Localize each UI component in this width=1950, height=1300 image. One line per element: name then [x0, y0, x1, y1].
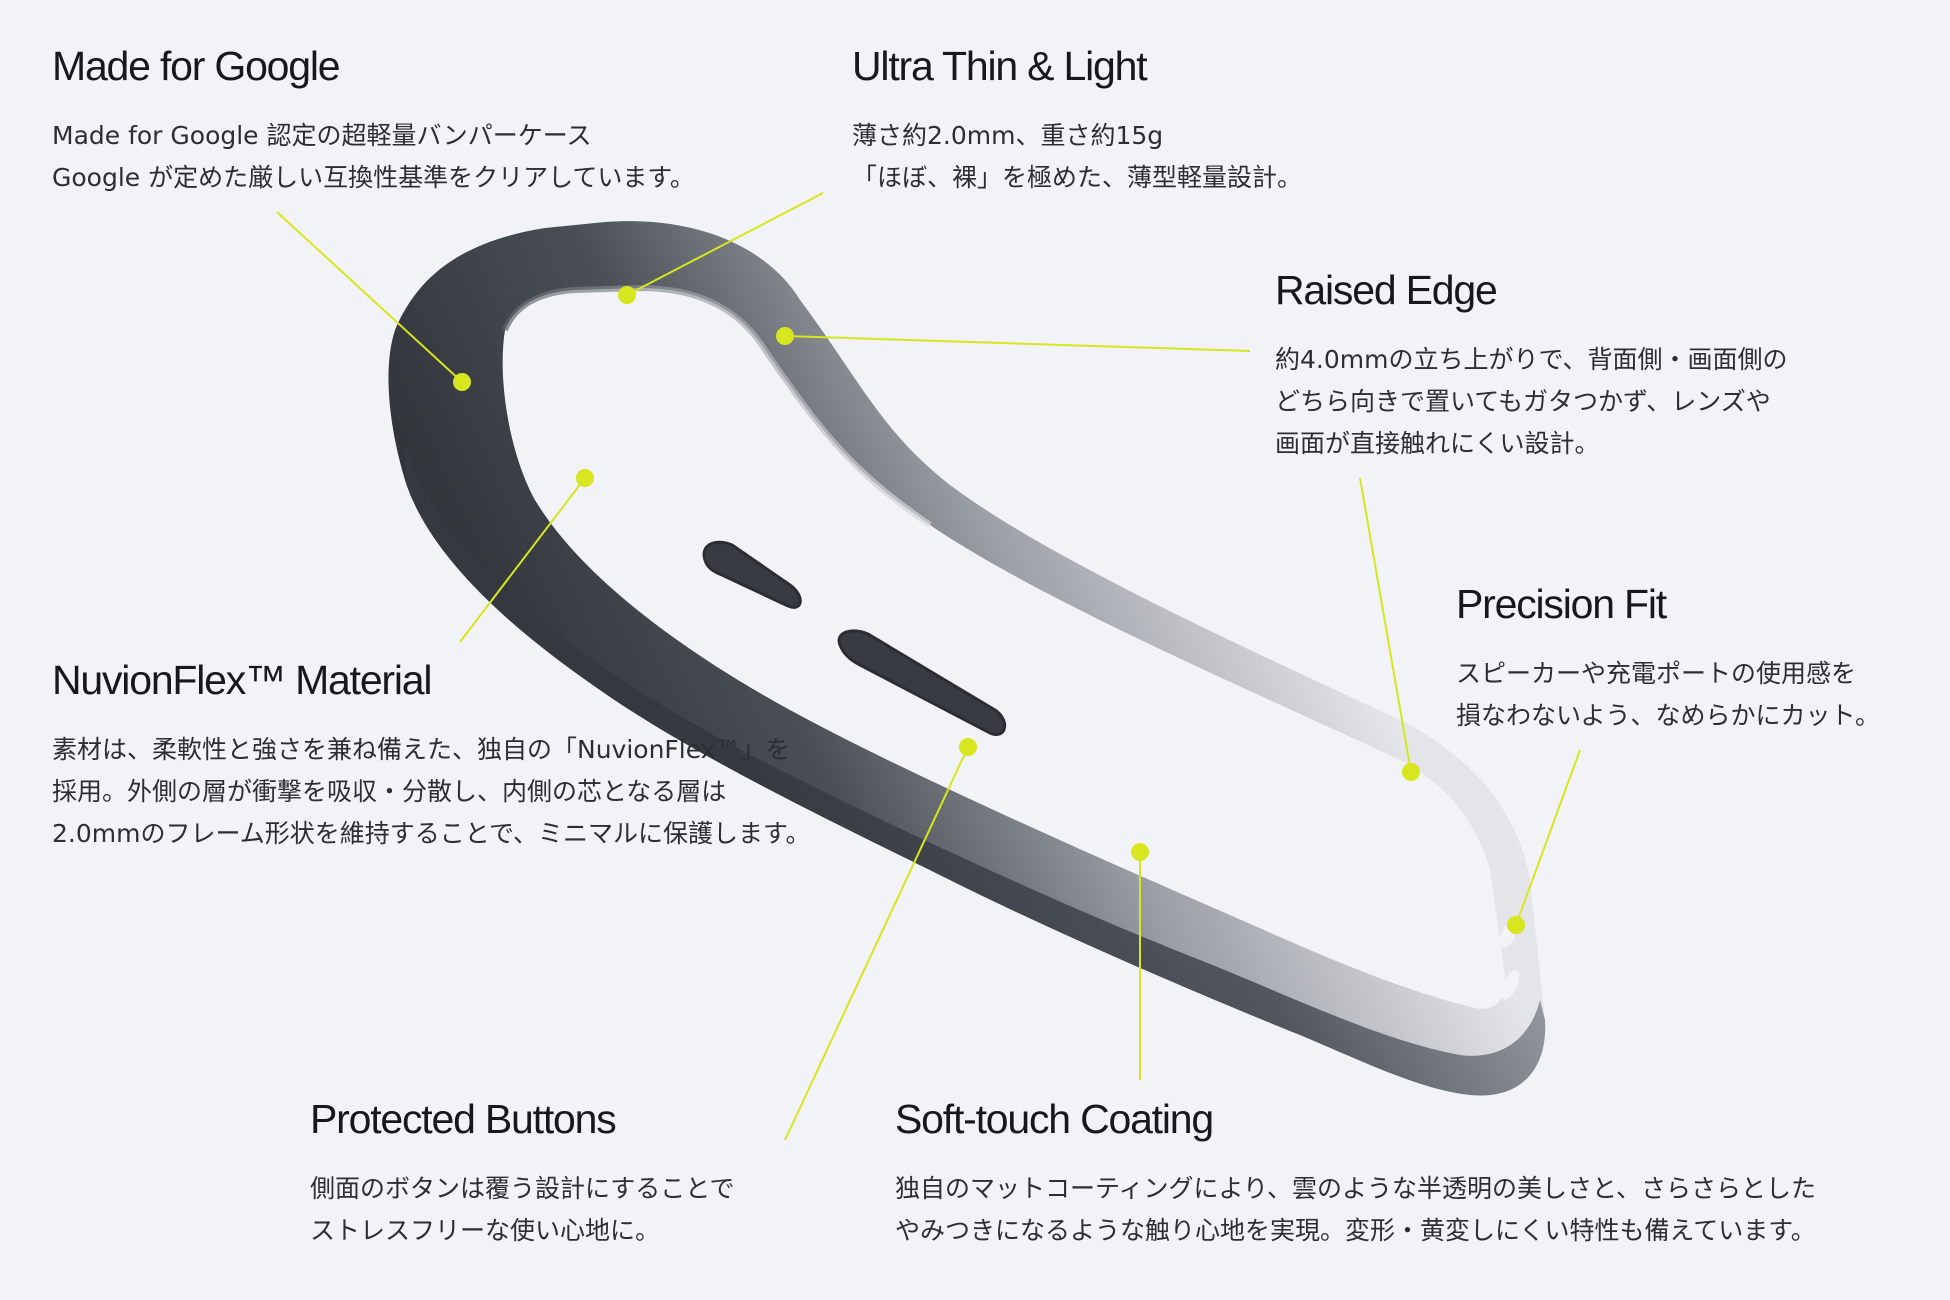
feature-description-line: 採用。外側の層が衝撃を吸収・分散し、内側の芯となる層は: [52, 777, 727, 807]
feature-title: Protected Buttons: [310, 1096, 617, 1142]
callout-dot-ultra-thin: [618, 286, 636, 304]
feature-description-line: 薄さ約2.0mm、重さ約15g: [852, 121, 1164, 151]
feature-description-line: 画面が直接触れにくい設計。: [1275, 429, 1600, 459]
callout-dot-precision-fit: [1507, 916, 1525, 934]
feature-description: Made for Google 認定の超軽量バンパーケース Google が定め…: [52, 115, 695, 199]
callout-line-nuvionflex: [459, 477, 586, 643]
feature-description-line: 素材は、柔軟性と強さを兼ね備えた、独自の「NuvionFlex™」を: [52, 735, 791, 765]
feature-description-line: どちら向きで置いてもガタつかず、レンズや: [1275, 387, 1771, 417]
feature-description-line: 側面のボタンは覆う設計にすることで: [310, 1174, 735, 1204]
feature-title: Raised Edge: [1275, 267, 1498, 313]
feature-soft-touch-coating: Soft-touch Coating 独自のマットコーティングにより、雲のような…: [895, 1096, 1816, 1252]
feature-protected-buttons: Protected Buttons 側面のボタンは覆う設計にすることで ストレス…: [310, 1096, 735, 1252]
feature-title: NuvionFlex™ Material: [52, 657, 432, 703]
feature-description-line: 「ほぼ、裸」を極めた、薄型軽量設計。: [852, 163, 1303, 193]
callout-line-protected-buttons: [784, 746, 969, 1141]
callout-dot-made-for-google: [453, 373, 471, 391]
feature-description: 側面のボタンは覆う設計にすることで ストレスフリーな使い心地に。: [310, 1168, 735, 1252]
feature-title: Made for Google: [52, 43, 341, 89]
feature-title: Precision Fit: [1456, 581, 1667, 627]
callout-line-ultra-thin: [626, 192, 824, 296]
feature-description-line: 損なわないよう、なめらかにカット。: [1456, 701, 1881, 731]
bumper-opening: [502, 288, 1506, 1009]
callout-dots: [453, 286, 1525, 934]
callout-dot-nuvionflex: [576, 469, 594, 487]
feature-description-line: スピーカーや充電ポートの使用感を: [1456, 659, 1857, 689]
feature-description: 約4.0mmの立ち上がりで、背面側・画面側の どちら向きで置いてもガタつかず、レ…: [1275, 339, 1787, 465]
feature-description-line: 約4.0mmの立ち上がりで、背面側・画面側の: [1275, 345, 1788, 375]
feature-precision-fit: Precision Fit スピーカーや充電ポートの使用感を 損なわないよう、な…: [1456, 581, 1880, 737]
feature-description: 薄さ約2.0mm、重さ約15g 「ほぼ、裸」を極めた、薄型軽量設計。: [852, 115, 1302, 199]
feature-title: Ultra Thin & Light: [852, 43, 1148, 89]
feature-description: スピーカーや充電ポートの使用感を 損なわないよう、なめらかにカット。: [1456, 653, 1880, 737]
feature-title: Soft-touch Coating: [895, 1096, 1214, 1142]
callout-dot-soft-touch: [1131, 843, 1149, 861]
feature-ultra-thin: Ultra Thin & Light 薄さ約2.0mm、重さ約15g 「ほぼ、裸…: [852, 43, 1302, 199]
callout-line-precision-fit-top: [1359, 477, 1412, 773]
feature-made-for-google: Made for Google Made for Google 認定の超軽量バン…: [52, 43, 695, 199]
feature-raised-edge: Raised Edge 約4.0mmの立ち上がりで、背面側・画面側の どちら向き…: [1275, 267, 1787, 465]
callout-dot-protected-buttons: [959, 738, 977, 756]
feature-description-line: 2.0mmのフレーム形状を維持することで、ミニマルに保護します。: [52, 819, 811, 849]
feature-description-line: Made for Google 認定の超軽量バンパーケース: [52, 121, 592, 151]
feature-nuvionflex-material: NuvionFlex™ Material 素材は、柔軟性と強さを兼ね備えた、独自…: [52, 657, 810, 855]
callout-dot-raised-edge: [776, 327, 794, 345]
bumper-inner-rim: [502, 284, 932, 528]
callout-dot-precision-fit-top: [1402, 763, 1420, 781]
callout-line-raised-edge: [784, 335, 1251, 352]
callout-line-precision-fit: [1515, 749, 1581, 926]
feature-description-line: Google が定めた厳しい互換性基準をクリアしています。: [52, 163, 695, 193]
feature-description-line: ストレスフリーな使い心地に。: [310, 1216, 661, 1246]
feature-description-line: 独自のマットコーティングにより、雲のような半透明の美しさと、さらさらとした: [895, 1174, 1817, 1204]
callout-lines: [276, 192, 1581, 1141]
feature-description-line: やみつきになるような触り心地を実現。変形・黄変しにくい特性も備えています。: [895, 1216, 1816, 1246]
feature-description: 独自のマットコーティングにより、雲のような半透明の美しさと、さらさらとした やみ…: [895, 1168, 1816, 1252]
feature-description: 素材は、柔軟性と強さを兼ね備えた、独自の「NuvionFlex™」を 採用。外側…: [52, 729, 810, 855]
side-buttons: [702, 540, 1006, 736]
callout-line-made-for-google: [276, 211, 463, 383]
